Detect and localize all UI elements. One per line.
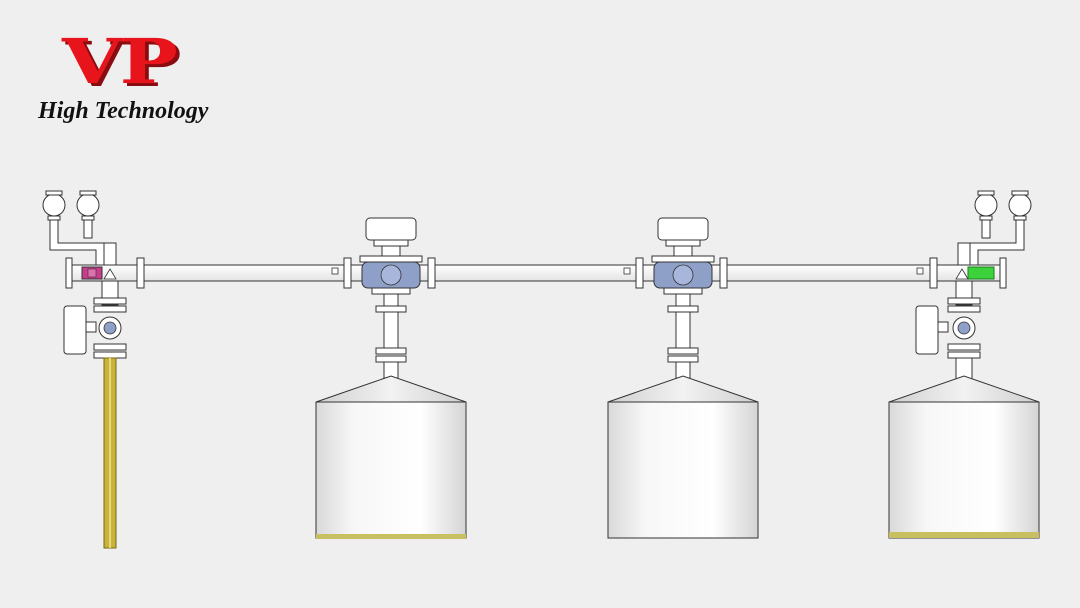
tank-1-base <box>316 534 466 539</box>
tank-3-base <box>889 532 1039 538</box>
logo-mark: VP <box>62 25 178 98</box>
tank-3 <box>888 375 1040 539</box>
station-1 <box>359 217 423 379</box>
left-end-assembly <box>42 190 127 549</box>
station-2 <box>651 217 715 379</box>
tank-1 <box>315 375 467 539</box>
logo-tagline: High Technology <box>38 98 209 124</box>
right-end-assembly <box>915 190 1032 381</box>
tank-2 <box>607 375 759 539</box>
header-pipe <box>65 257 1007 289</box>
vp-logo: VP High Technology <box>30 30 250 140</box>
